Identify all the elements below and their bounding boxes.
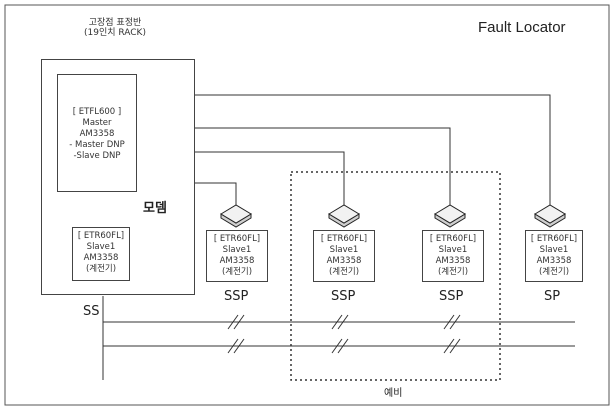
rack-slave-line-2: AM3358 xyxy=(83,253,119,263)
modem-icon-station-4 xyxy=(534,204,566,228)
master-line-4: -Slave DNP xyxy=(73,151,121,161)
page-title: Fault Locator xyxy=(478,19,566,36)
link-ssp3 xyxy=(178,127,451,208)
station-3-line-2: AM3358 xyxy=(435,256,471,266)
station-4-line-1: Slave1 xyxy=(539,245,569,255)
master-line-3: - Master DNP xyxy=(69,140,125,150)
modem-icon-station-1 xyxy=(220,204,252,228)
break-marks xyxy=(227,314,461,354)
station-2-line-2: AM3358 xyxy=(326,256,362,266)
station-4-label: SP xyxy=(544,289,561,304)
rack-slave-line-1: Slave1 xyxy=(86,242,116,252)
station-4-line-0: [ ETR60FL] xyxy=(530,234,578,244)
rack-slave-box: [ ETR60FL] Slave1 AM3358 (계전기) xyxy=(72,227,130,281)
link-sp xyxy=(178,94,551,208)
bus-label: SS xyxy=(83,304,100,319)
station-2-line-3: (계전기) xyxy=(328,267,360,277)
rack-title-line2: (19인치 RACK) xyxy=(84,28,146,38)
station-box-1: [ ETR60FL] Slave1 AM3358 (계전기) xyxy=(206,230,268,282)
station-box-2: [ ETR60FL] Slave1 AM3358 (계전기) xyxy=(313,230,375,282)
modem-group xyxy=(144,85,566,228)
link-ssp2 xyxy=(178,151,345,208)
station-2-label: SSP xyxy=(331,289,356,304)
modem-icon-station-3 xyxy=(434,204,466,228)
station-3-line-3: (계전기) xyxy=(437,267,469,277)
rack-slave-line-0: [ ETR60FL] xyxy=(77,231,125,241)
link-ssp1 xyxy=(176,182,237,208)
rack-slave-line-3: (계전기) xyxy=(85,264,117,274)
station-3-line-1: Slave1 xyxy=(438,245,468,255)
station-1-line-0: [ ETR60FL] xyxy=(213,234,261,244)
spare-enclosure xyxy=(290,171,501,381)
rack-title: 고장점 표정반 (19인치 RACK) xyxy=(60,18,170,38)
station-1-line-2: AM3358 xyxy=(219,256,255,266)
station-4-line-3: (계전기) xyxy=(538,267,570,277)
station-box-3: [ ETR60FL] Slave1 AM3358 (계전기) xyxy=(422,230,484,282)
modem-icon-station-2 xyxy=(328,204,360,228)
station-2-line-1: Slave1 xyxy=(329,245,359,255)
station-2-line-0: [ ETR60FL] xyxy=(320,234,368,244)
station-4-line-2: AM3358 xyxy=(536,256,572,266)
station-1-line-3: (계전기) xyxy=(221,267,253,277)
station-box-4: [ ETR60FL] Slave1 AM3358 (계전기) xyxy=(525,230,583,282)
spare-label: 예비 xyxy=(384,388,403,399)
outer-frame xyxy=(4,4,610,406)
station-1-label: SSP xyxy=(224,289,249,304)
master-line-1: Master xyxy=(82,118,112,128)
master-box: [ ETFL600 ] Master AM3358 - Master DNP -… xyxy=(57,74,137,192)
modem-label: 모뎀 xyxy=(143,201,167,216)
station-3-line-0: [ ETR60FL] xyxy=(429,234,477,244)
station-3-label: SSP xyxy=(439,289,464,304)
rack-title-line1: 고장점 표정반 xyxy=(88,18,142,28)
station-1-line-1: Slave1 xyxy=(222,245,252,255)
master-line-0: [ ETFL600 ] xyxy=(72,107,122,117)
master-line-2: AM3358 xyxy=(79,129,115,139)
